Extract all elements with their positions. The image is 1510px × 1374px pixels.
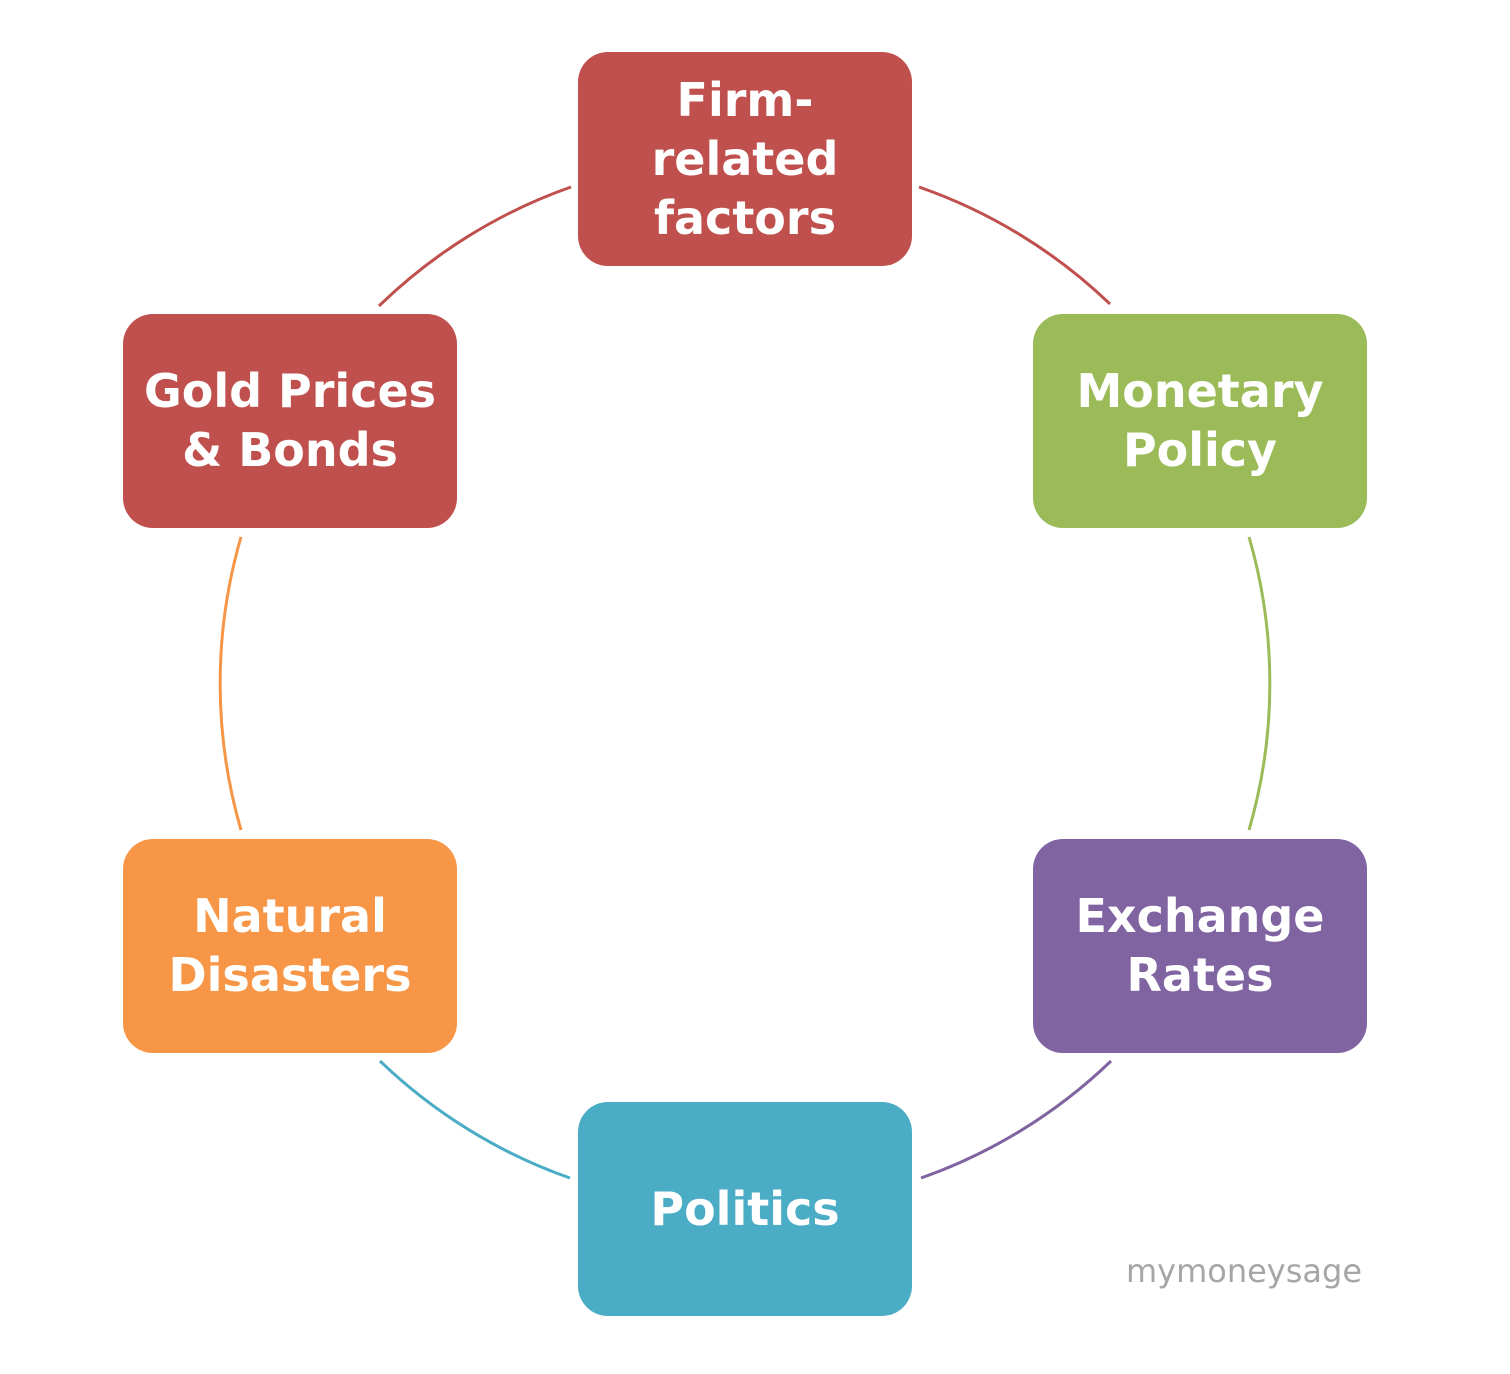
connector-gold-to-firm xyxy=(377,185,572,308)
node-exchange-rates: Exchange Rates xyxy=(1033,839,1367,1053)
node-firm-related-factors: Firm-related factors xyxy=(578,52,912,266)
node-politics: Politics xyxy=(578,1102,912,1316)
node-natural-disasters: Natural Disasters xyxy=(123,839,457,1053)
node-monetary-policy: Monetary Policy xyxy=(1033,314,1367,528)
connector-exchange-to-politics xyxy=(920,1059,1113,1180)
node-gold-prices-bonds: Gold Prices & Bonds xyxy=(123,314,457,528)
connector-disasters-to-gold xyxy=(218,536,243,831)
watermark-text: mymoneysage xyxy=(1125,1252,1362,1290)
connector-politics-to-disasters xyxy=(378,1059,571,1180)
connector-monetary-to-exchange xyxy=(1247,536,1272,831)
connector-firm-to-monetary xyxy=(918,185,1112,306)
